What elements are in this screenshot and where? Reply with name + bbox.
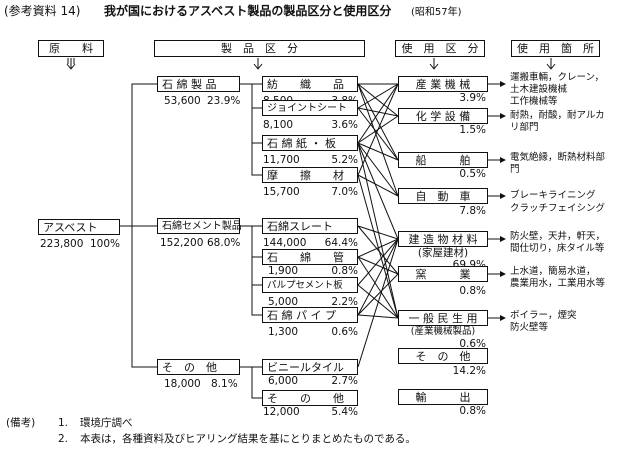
place-text: 運搬車輛，クレーン，土木建設機械工作機械等	[510, 72, 605, 107]
p8-links	[357, 238, 399, 319]
use-down-arrow	[429, 58, 439, 70]
product-amount: 12,000	[263, 406, 300, 418]
root-pct: 100%	[90, 238, 121, 250]
product-amount: 11,700	[263, 154, 300, 166]
use-pct: 0.6%	[459, 338, 486, 350]
use-pct: 7.8%	[459, 205, 486, 217]
use-box: そ の 他	[398, 348, 488, 364]
group-amount: 152,200	[160, 237, 204, 249]
use-box: 産 業 機 械	[398, 76, 488, 92]
use-pct: 0.8%	[459, 285, 486, 297]
product-box: 石 綿 管	[262, 249, 358, 265]
place-text: 耐熱，耐酸，耐アルカリ部門	[510, 110, 605, 133]
p6-links	[357, 238, 399, 319]
use-box: 建 造 物 材 料	[398, 231, 488, 247]
title-era: (昭和57年)	[411, 7, 462, 18]
use-box: 窯 業	[398, 266, 488, 282]
product-box: ビニールタイル	[262, 359, 358, 375]
use-box: 自 動 車	[398, 188, 488, 204]
p2-links	[357, 83, 399, 161]
note-number: 1.	[58, 417, 69, 429]
root-branches	[120, 83, 157, 368]
group-cement-products: 石綿セメント製品	[157, 218, 242, 234]
product-amount: 144,000	[263, 237, 307, 249]
group-other: そ の 他	[157, 359, 240, 375]
product-amount: 1,900	[268, 265, 299, 277]
place-text: 電気絶縁，断熱材料部門	[510, 152, 606, 175]
product-pct: 5.2%	[331, 154, 358, 166]
header-use: 使 用 区 分	[395, 40, 485, 57]
product-pct: 0.6%	[331, 326, 358, 338]
group-pct: 23.9%	[207, 95, 241, 107]
use-sub: (産業機械製品)	[410, 326, 476, 337]
group-asbestos-products: 石 綿 製 品	[157, 76, 240, 92]
product-box: パルプセメント板	[262, 277, 358, 293]
use-box: 一 般 民 生 用	[398, 310, 488, 326]
product-amount: 1,300	[268, 326, 299, 338]
place-down-arrow	[546, 58, 556, 70]
p4-links	[357, 83, 399, 319]
notes-label: (備考)	[6, 417, 36, 429]
use-box: 化 学 設 備	[398, 108, 488, 124]
use-pct: 0.8%	[459, 405, 486, 417]
product-amount: 6,000	[268, 375, 299, 387]
p1-links	[357, 83, 399, 197]
product-pct: 5.4%	[331, 406, 358, 418]
place-text: 上水道，簡易水道，農業用水，工業用水等	[510, 266, 606, 289]
group2-branches	[240, 225, 262, 316]
header-place: 使 用 箇 所	[511, 40, 600, 57]
use-box: 輸 出	[398, 389, 488, 405]
product-amount: 5,000	[268, 296, 299, 308]
product-box: 石 綿 パ イ プ	[262, 307, 358, 323]
note-text: 本表は，各種資料及びヒアリング結果を基にとりまとめたものである。	[80, 433, 416, 445]
p3-links	[357, 83, 399, 319]
group-pct: 68.0%	[207, 237, 241, 249]
product-amount: 15,700	[263, 186, 300, 198]
use-box: 船 舶	[398, 152, 488, 168]
use-pct: 3.9%	[459, 92, 486, 104]
header-raw: 原 料	[38, 40, 104, 57]
p5-links	[357, 225, 399, 275]
use-pct: 0.5%	[459, 168, 486, 180]
page-title: 我が国におけるアスベスト製品の製品区分と使用区分	[104, 4, 392, 18]
note-text: 環境庁調べ	[80, 417, 133, 429]
product-pct: 2.7%	[331, 375, 358, 387]
product-down-arrow	[253, 58, 263, 70]
root-box: アスベスト	[38, 219, 120, 235]
product-box: 石 綿 紙 ・ 板	[262, 135, 358, 151]
raw-down-arrow	[66, 58, 76, 70]
product-pct: 2.2%	[331, 296, 358, 308]
product-box: 石綿スレート	[262, 218, 358, 234]
product-pct: 64.4%	[324, 237, 358, 249]
group3-branches	[240, 366, 262, 399]
product-box: ジョイントシート	[262, 100, 358, 116]
product-box: 紡 織 品	[262, 76, 358, 92]
group1-branches	[240, 83, 262, 176]
use-pct: 1.5%	[459, 124, 486, 136]
p9-links	[357, 238, 399, 368]
product-pct: 0.8%	[331, 265, 358, 277]
product-pct: 3.6%	[331, 119, 358, 131]
group-amount: 18,000	[164, 378, 201, 390]
note-number: 2.	[58, 433, 69, 445]
title-prefix: (参考資料 14)	[4, 4, 81, 18]
group-amount: 53,600	[164, 95, 201, 107]
product-box: 摩 擦 材	[262, 167, 358, 183]
place-text: ブレーキライニングクラッチフェイシング	[510, 190, 606, 214]
product-pct: 7.0%	[331, 186, 358, 198]
product-box: そ の 他	[262, 390, 358, 406]
place-text: 防火壁，天井，軒天，間仕切り，床タイル等	[510, 231, 606, 254]
product-amount: 8,100	[263, 119, 294, 131]
header-product: 製 品 区 分	[154, 40, 365, 57]
group-pct: 8.1%	[211, 378, 238, 390]
root-amount: 223,800	[40, 238, 84, 250]
use-pct: 14.2%	[452, 365, 486, 377]
use-sub: (家屋建材)	[417, 247, 469, 259]
place-text: ボイラー，煙突防火壁等	[510, 310, 577, 333]
